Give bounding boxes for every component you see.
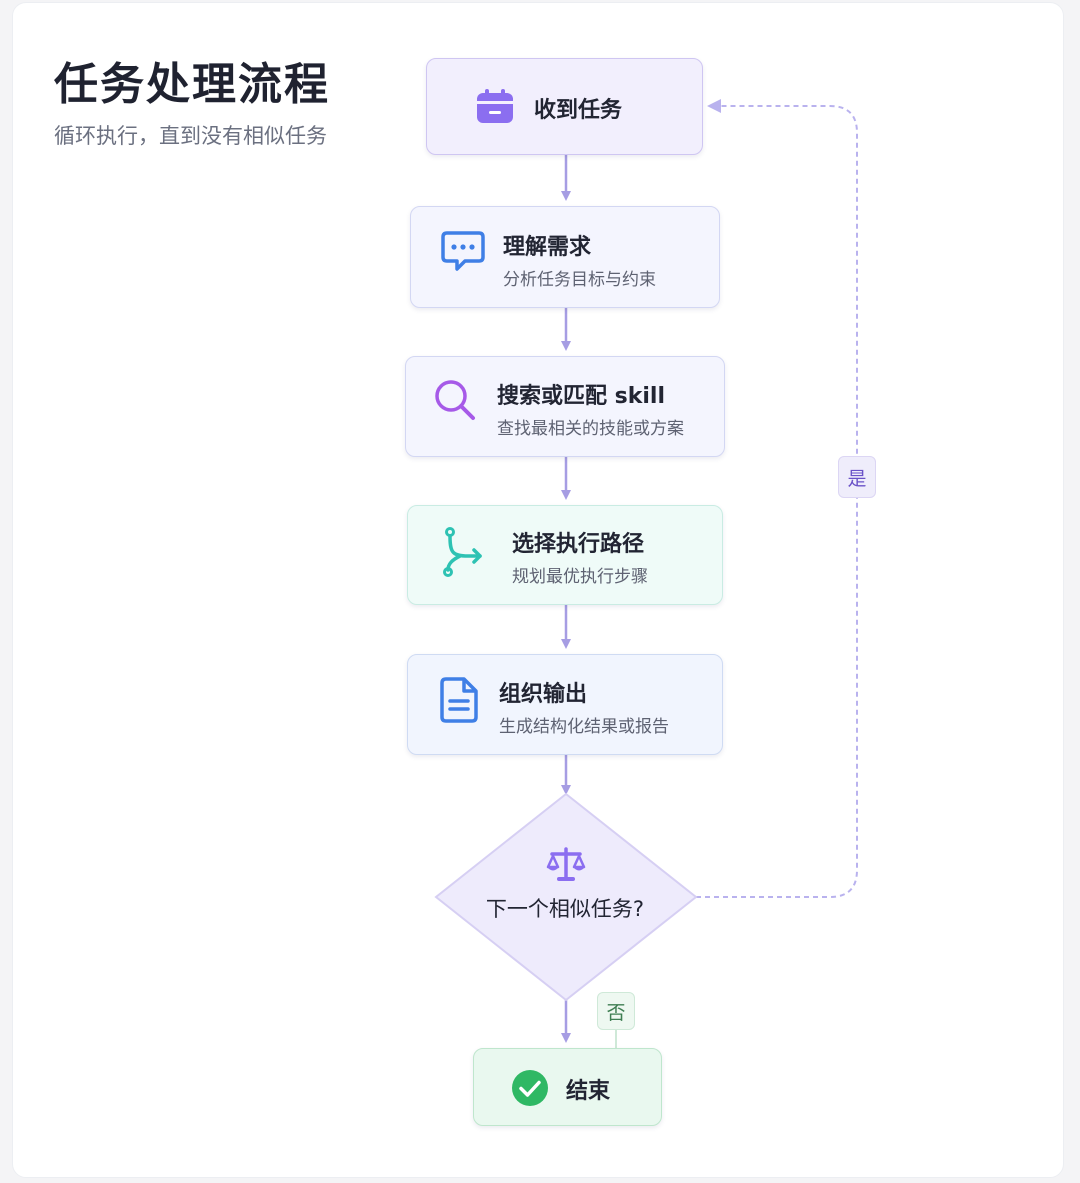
node-understand-desc: 分析任务目标与约束 [503,270,656,290]
node-organize-output: 组织输出 生成结构化结果或报告 [407,654,723,755]
node-search-desc: 查找最相关的技能或方案 [497,419,684,439]
document-icon [440,677,478,723]
no-label: 否 [597,992,635,1030]
node-output-title: 组织输出 [499,682,588,707]
node-end-title: 结束 [566,1079,611,1104]
page-subtitle: 循环执行，直到没有相似任务 [54,124,327,148]
chat-bubble-icon [441,231,485,271]
node-output-desc: 生成结构化结果或报告 [499,717,669,737]
node-end: 结束 [473,1048,662,1126]
node-receive-task: 收到任务 [426,58,703,155]
page-title: 任务处理流程 [54,59,330,110]
check-circle-icon [512,1070,548,1106]
decision-diamond [434,792,698,1002]
node-search-skill: 搜索或匹配 skill 查找最相关的技能或方案 [405,356,725,457]
node-select-path: 选择执行路径 规划最优执行步骤 [407,505,723,605]
decision-label: 下一个相似任务? [485,897,645,921]
calendar-icon [477,89,513,123]
search-icon [435,380,475,420]
yes-label: 是 [838,456,876,498]
balance-scale-icon [546,847,586,881]
node-understand: 理解需求 分析任务目标与约束 [410,206,720,308]
loop-yes-connector [696,99,858,898]
node-path-title: 选择执行路径 [512,532,645,557]
node-path-desc: 规划最优执行步骤 [512,567,648,587]
node-understand-title: 理解需求 [503,235,592,260]
node-receive-title: 收到任务 [534,98,623,123]
branch-path-icon [443,527,482,577]
node-search-title: 搜索或匹配 skill [497,384,666,409]
